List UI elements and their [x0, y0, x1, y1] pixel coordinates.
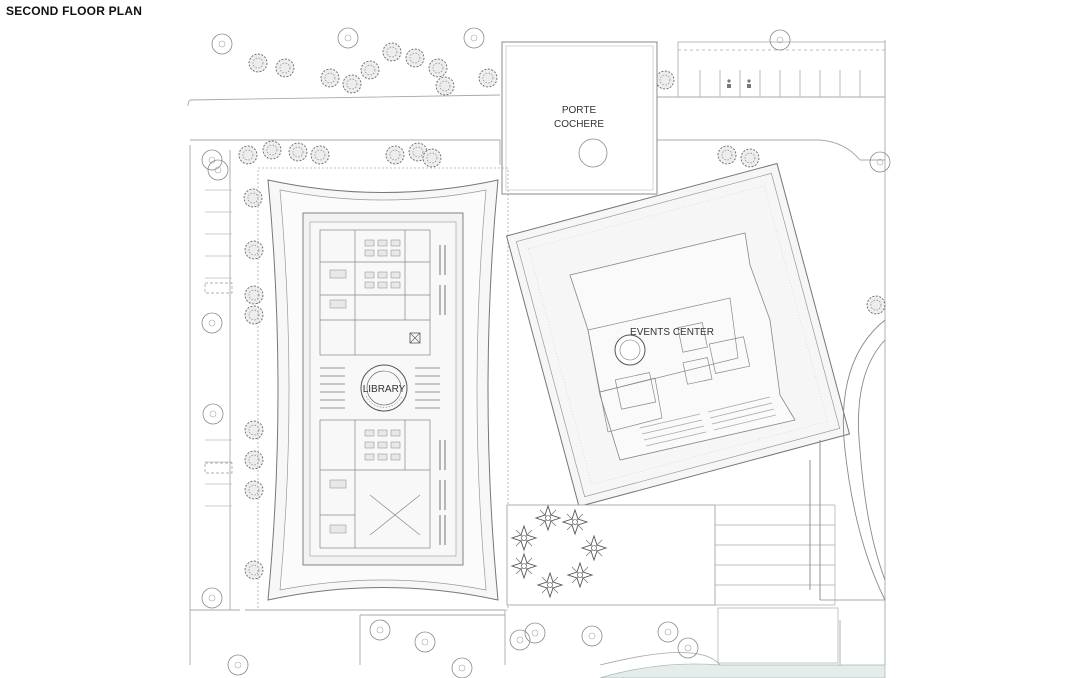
parking-stalls-left: [204, 189, 233, 507]
porte-cochere-label-1: PORTE: [562, 105, 597, 116]
plan-title: SECOND FLOOR PLAN: [6, 4, 143, 18]
spiral-stair-icon: [360, 364, 408, 412]
porte-cochere: PORTE COCHERE: [501, 41, 658, 195]
events-center-label: EVENTS CENTER: [630, 327, 714, 338]
courtyard-plaza: [506, 504, 839, 664]
events-center-interior: EVENTS CENTER: [569, 232, 796, 461]
porte-cochere-label-2: COCHERE: [554, 119, 604, 130]
library-building: LIBRARY: [257, 167, 509, 611]
water-feature: [599, 663, 886, 678]
parking-accessible-icon: [727, 79, 751, 88]
entry-ramp: [809, 319, 886, 601]
library-label: LIBRARY: [363, 384, 406, 395]
